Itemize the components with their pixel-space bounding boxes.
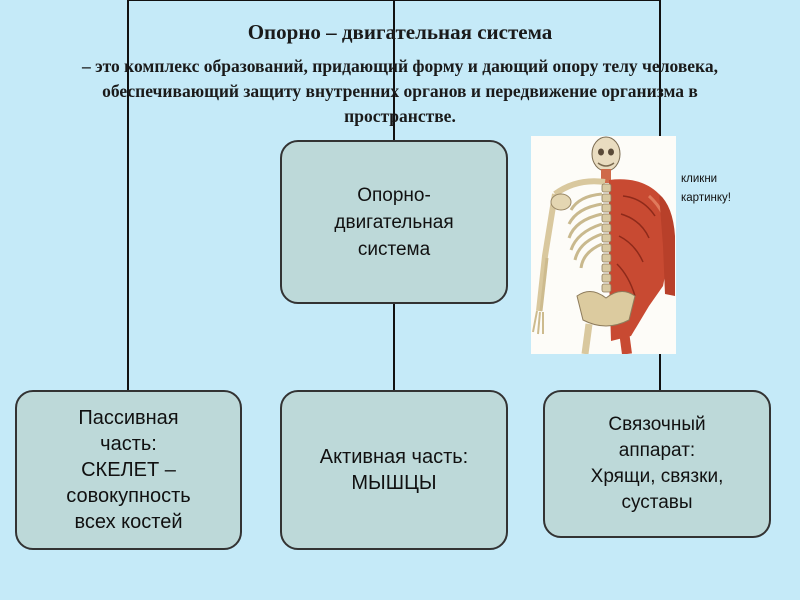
click-picture-hint: кликни картинку! bbox=[681, 173, 731, 204]
anatomy-picture[interactable] bbox=[531, 136, 676, 355]
anatomy-illustration bbox=[531, 136, 676, 355]
active-part-label: Активная часть: МЫШЦЫ bbox=[319, 446, 469, 494]
ligament-apparatus-node: Связочный аппарат: Хрящи, связки, сустав… bbox=[543, 390, 771, 538]
root-node-label: Опорно- двигательная система bbox=[334, 184, 454, 260]
active-part-node: Активная часть: МЫШЦЫ bbox=[280, 390, 508, 550]
root-node: Опорно- двигательная система bbox=[280, 140, 508, 304]
slide-title: Опорно – двигательная система bbox=[247, 20, 553, 44]
ligament-apparatus-label: Связочный аппарат: Хрящи, связки, сустав… bbox=[590, 414, 724, 513]
passive-part-node: Пассивная часть: СКЕЛЕТ – совокупность в… bbox=[15, 390, 242, 550]
passive-part-label: Пассивная часть: СКЕЛЕТ – совокупность в… bbox=[66, 407, 191, 533]
definition-text: – это комплекс образований, придающий фо… bbox=[81, 56, 718, 126]
